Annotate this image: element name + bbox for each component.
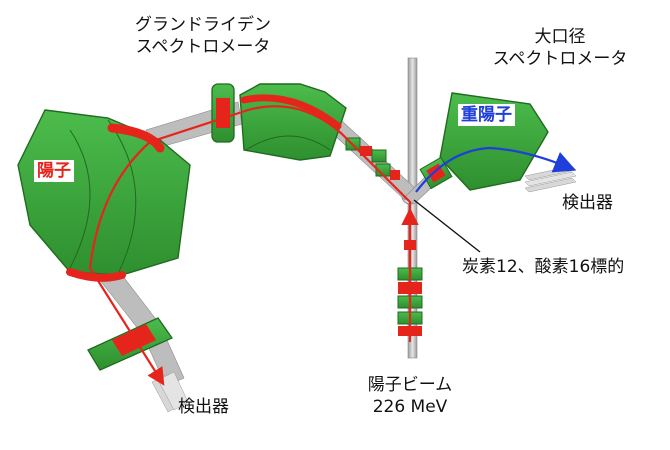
grand-raiden-quadrupole xyxy=(211,83,235,143)
detector-right-graphic xyxy=(524,165,577,193)
detector-right-label: 検出器 xyxy=(562,193,613,213)
grand-raiden-dipole-2 xyxy=(239,83,347,161)
target-leader-line xyxy=(413,199,481,253)
proton-tag: 陽子 xyxy=(34,160,74,182)
grand-raiden-label-line1: グランドライデン xyxy=(135,15,271,35)
target-label: 炭素12、酸素16標的 xyxy=(462,257,625,277)
beam-label: 陽子ビーム 226 MeV xyxy=(340,374,480,418)
large-aperture-label-line1: 大口径 xyxy=(534,27,586,47)
detector-left-label: 検出器 xyxy=(178,397,229,417)
beam-label-line2: 226 MeV xyxy=(372,397,448,417)
grand-raiden-quadrupole-lower xyxy=(87,317,173,371)
deuteron-path xyxy=(415,146,577,193)
grand-raiden-label: グランドライデン スペクトロメータ xyxy=(118,14,288,58)
deuteron-tag: 重陽子 xyxy=(458,104,515,126)
grand-raiden-dipole-1 xyxy=(17,109,191,282)
grand-raiden-label-line2: スペクトロメータ xyxy=(135,37,271,57)
proton-beam-path xyxy=(88,105,412,386)
beam-label-line1: 陽子ビーム xyxy=(367,375,453,395)
large-aperture-label-line2: スペクトロメータ xyxy=(492,49,628,69)
small-magnets-diagonal xyxy=(345,137,400,180)
large-aperture-label: 大口径 スペクトロメータ xyxy=(470,26,650,70)
